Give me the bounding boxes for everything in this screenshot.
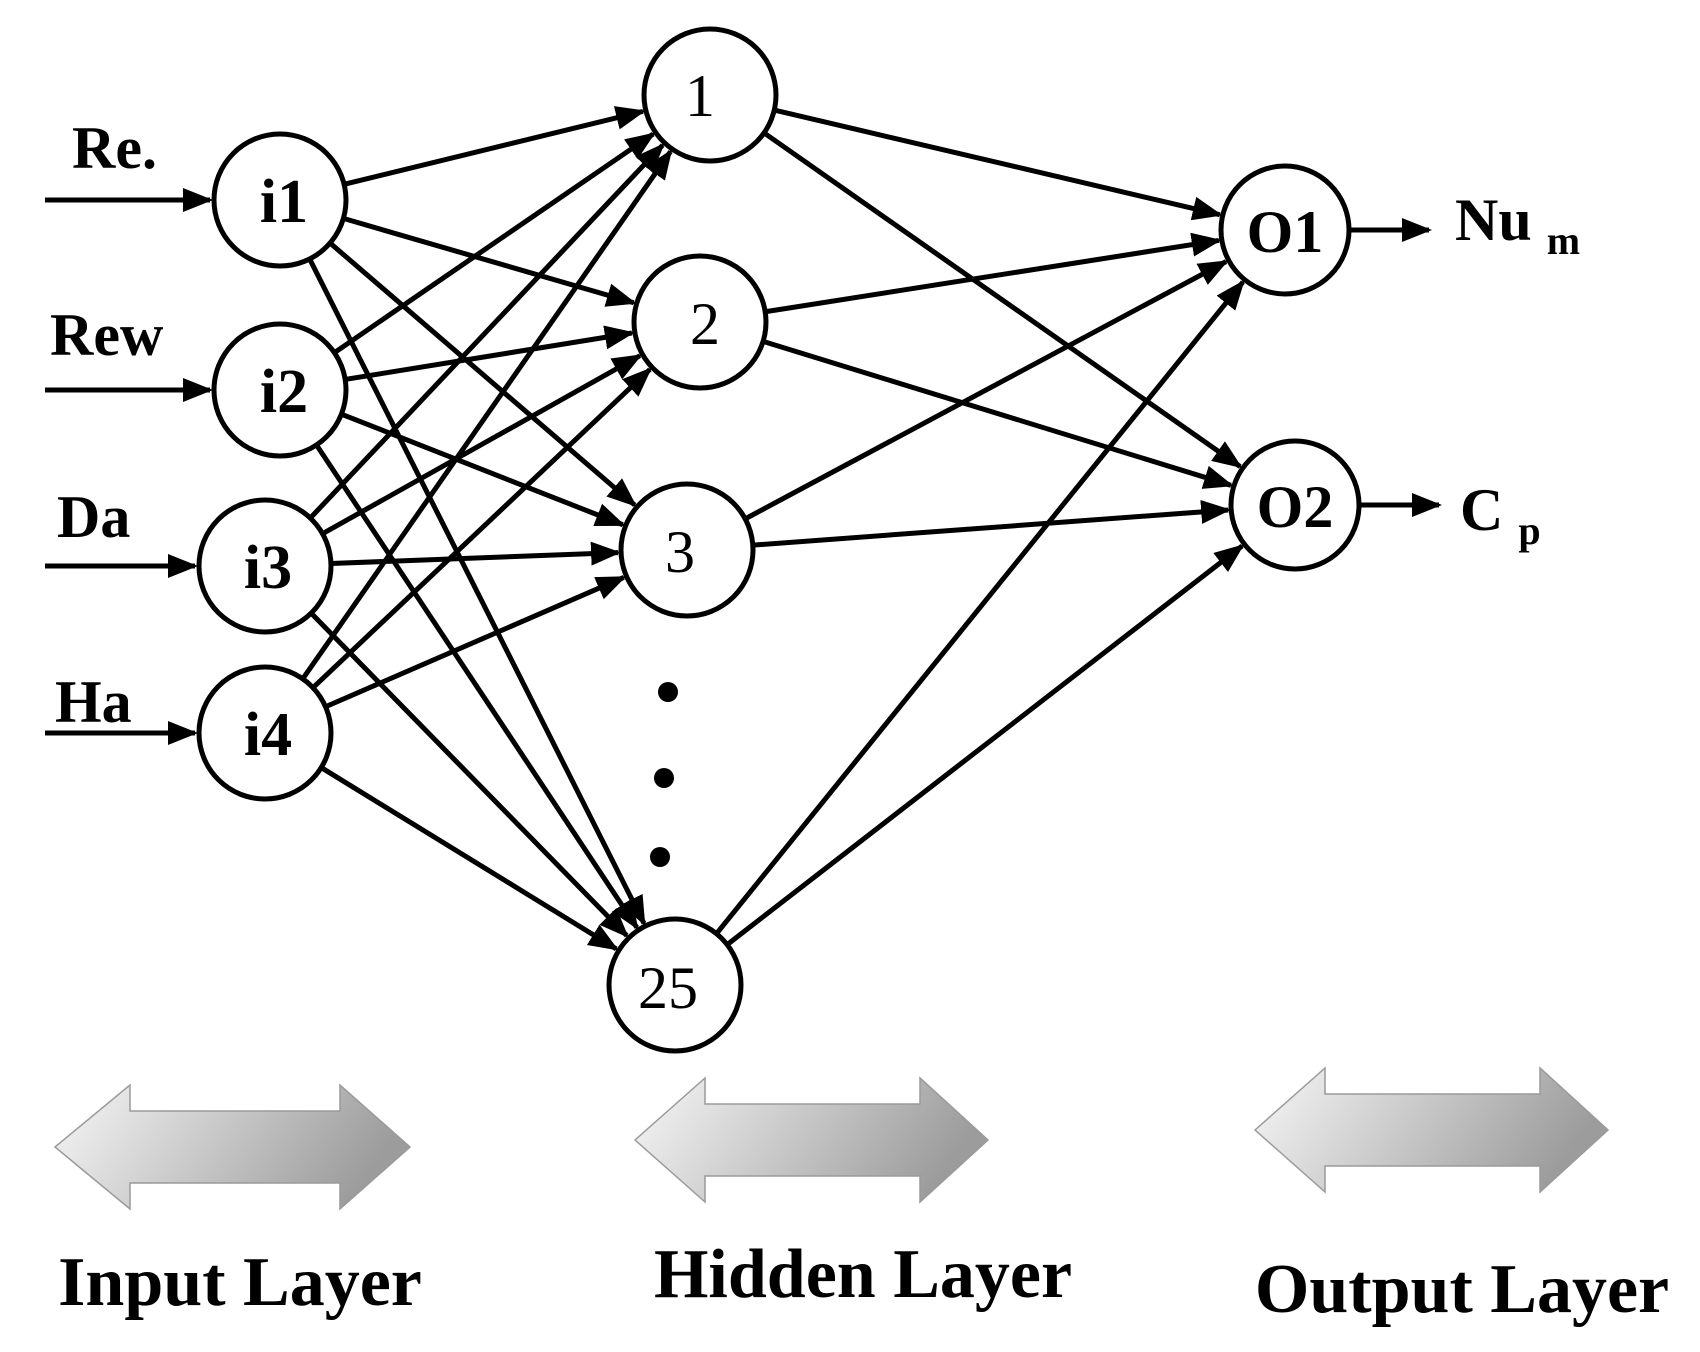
input-hidden-connection xyxy=(324,575,627,710)
layer-labels: Input Layer Hidden Layer Output Layer xyxy=(58,1236,1669,1328)
input-hidden-connection xyxy=(321,353,643,536)
hidden-layer-nodes: 1 2 3 25 xyxy=(606,26,779,1054)
input-node-i3: i3 xyxy=(196,497,334,635)
hidden-node-label: 25 xyxy=(638,955,698,1021)
layer-label-hidden: Hidden Layer xyxy=(654,1236,1072,1313)
hidden-output-connection xyxy=(752,499,1232,548)
output-variable-label-num: Nu m xyxy=(1455,187,1580,263)
hidden-node-label: 1 xyxy=(685,63,715,129)
hidden-node-label: 2 xyxy=(690,291,720,357)
input-variable-label-ha: Ha xyxy=(55,669,132,735)
output-variable-main: Nu xyxy=(1455,187,1532,253)
ellipsis-dot xyxy=(658,682,678,702)
output-variable-labels: Nu m C p xyxy=(1455,187,1580,553)
connections xyxy=(45,106,1442,951)
input-hidden-connection xyxy=(342,216,637,307)
input-node-i2: i2 xyxy=(211,321,349,459)
input-node-label: i1 xyxy=(260,168,308,236)
hidden-layer-double-arrow xyxy=(633,1076,990,1204)
input-hidden-connection xyxy=(319,765,619,951)
input-hidden-connection xyxy=(340,411,626,528)
hidden-output-connection xyxy=(764,232,1222,315)
hidden-node-label: 3 xyxy=(665,519,695,585)
input-node-i1: i1 xyxy=(211,131,349,269)
hidden-output-connection xyxy=(762,130,1243,469)
hidden-ellipsis xyxy=(650,682,678,867)
input-variable-label-da: Da xyxy=(57,484,130,550)
output-node-o1: O1 xyxy=(1218,163,1352,297)
hidden-output-connection xyxy=(773,107,1223,221)
input-variable-labels: Re. Rew Da Ha xyxy=(50,115,164,735)
layer-label-output: Output Layer xyxy=(1255,1251,1669,1328)
output-node-label: O2 xyxy=(1257,474,1334,540)
output-variable-subscript: p xyxy=(1518,508,1540,553)
input-node-i4: i4 xyxy=(196,664,334,802)
input-hidden-connection xyxy=(333,131,656,355)
hidden-output-connection xyxy=(744,259,1229,522)
hidden-output-connection xyxy=(762,339,1234,489)
input-hidden-connection xyxy=(300,149,673,681)
input-hidden-connection xyxy=(330,541,622,566)
layer-label-input: Input Layer xyxy=(58,1244,422,1321)
output-variable-subscript: m xyxy=(1547,218,1580,263)
ellipsis-dot xyxy=(650,847,670,867)
input-layer-double-arrow xyxy=(53,1083,412,1211)
output-node-o2: O2 xyxy=(1228,438,1362,572)
input-layer-nodes: i1 i2 i3 i4 xyxy=(196,131,349,802)
input-hidden-connection xyxy=(328,241,637,507)
input-hidden-connection xyxy=(344,325,635,382)
hidden-node-1: 1 xyxy=(641,26,779,164)
input-hidden-connection xyxy=(309,611,629,938)
output-node-label: O1 xyxy=(1247,199,1324,265)
output-layer-double-arrow xyxy=(1253,1066,1610,1194)
input-hidden-connection xyxy=(307,257,647,927)
hidden-output-connection xyxy=(725,544,1245,947)
hidden-output-connection xyxy=(714,279,1245,936)
ellipsis-dot xyxy=(654,768,674,788)
input-hidden-connection xyxy=(343,106,646,187)
input-node-label: i4 xyxy=(244,701,292,769)
hidden-node-25: 25 xyxy=(606,916,744,1054)
input-node-label: i2 xyxy=(260,358,308,426)
input-variable-label-re: Re. xyxy=(72,115,157,181)
hidden-node-2: 2 xyxy=(631,253,769,391)
input-variable-label-rew: Rew xyxy=(50,302,164,368)
layer-indicators xyxy=(53,1066,1610,1211)
input-node-label: i3 xyxy=(244,534,292,602)
hidden-node-3: 3 xyxy=(618,481,756,619)
output-variable-main: C xyxy=(1460,477,1503,543)
input-hidden-connection xyxy=(308,142,665,520)
output-layer-nodes: O1 O2 xyxy=(1218,163,1362,572)
input-hidden-connection xyxy=(314,443,639,931)
input-hidden-connection xyxy=(311,367,653,690)
output-variable-label-cp: C p xyxy=(1460,477,1541,553)
